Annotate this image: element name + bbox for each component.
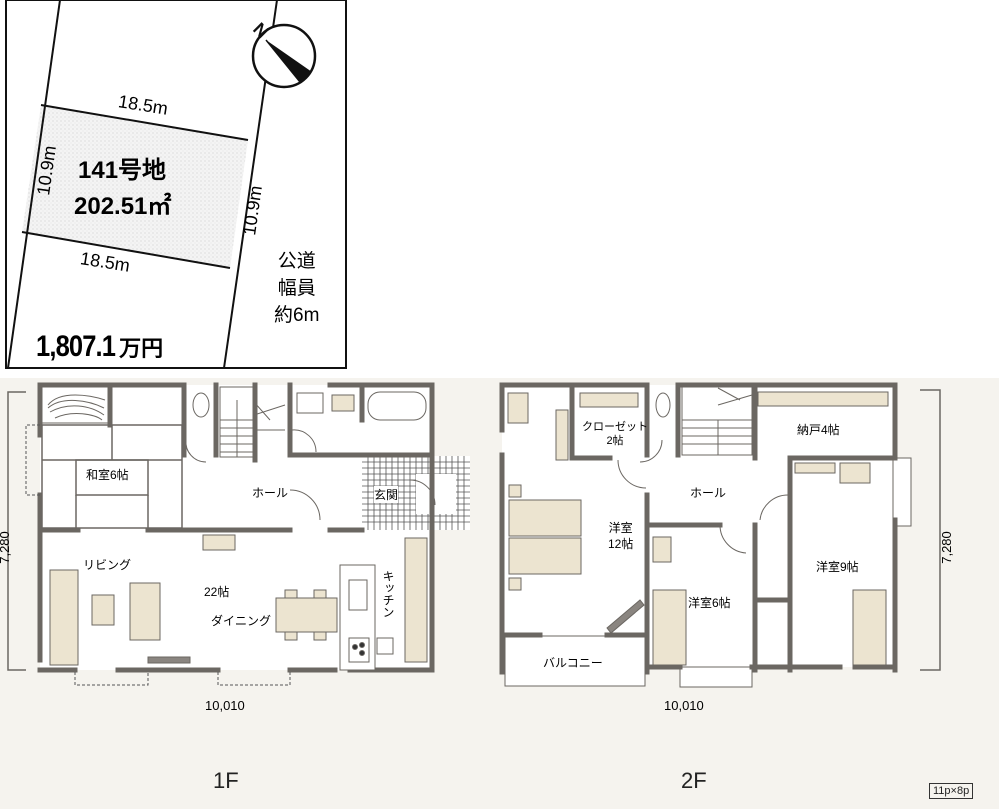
room-western-9: 洋室9帖 [816,560,859,574]
closet-size: 2帖 [606,435,624,447]
road-width-value: 約6m [274,305,320,326]
room-balcony: バルコニー [543,656,603,670]
room-washitsu: 和室6帖 [86,468,129,482]
road-width-label: 幅員 [277,278,316,299]
floor-plan-2f-drawing [499,382,941,716]
depth-dimension-1f: 7,280 [0,531,12,564]
closet-label: クローゼット [582,421,648,433]
room-western-12: 洋室 12帖 [608,520,633,552]
room-genkan: 玄関 [374,486,399,503]
room-ldk-size: 22帖 [204,585,230,599]
room-dining: ダイニング [211,614,272,628]
room-hall-1f: ホール [252,486,289,500]
depth-dimension-2f: 7,280 [938,531,954,564]
floor-plan-1f-drawing [7,382,470,716]
western12-size: 12帖 [608,537,634,551]
lot-number: 141号地 [78,157,167,184]
site-plan: N 18.5m 18.5m 10.9m 10.9m 141号地 202.51㎡ … [0,0,350,375]
floor-plan-2f: クローゼット 2帖 納戸4帖 ホール 洋室 12帖 洋室6帖 洋室9帖 バルコニ… [490,378,999,716]
room-storage: 納戸4帖 [797,423,840,437]
width-dimension-1f: 10,010 [205,698,245,713]
room-western-6: 洋室6帖 [688,596,731,610]
width-dimension-2f: 10,010 [664,698,704,713]
site-plan-drawing: N [5,0,347,369]
road-info: 公道 幅員 約6m [274,248,319,329]
room-closet: クローゼット 2帖 [582,420,648,448]
road-type: 公道 [277,251,316,272]
price-unit: 万円 [119,336,164,361]
floor-label-1f: 1F [213,768,239,793]
price-number: 1,807.1 [36,330,116,363]
lot-area: 202.51㎡ [74,193,172,220]
floor-label-2f: 2F [681,768,707,793]
western12-label: 洋室 [608,521,633,535]
floor-plan-1f: 和室6帖 ホール 玄関 リビング 22帖 ダイニング キッチン 7,280 10… [0,378,480,716]
room-hall-2f: ホール [690,486,727,500]
scale-tag: 11p×8p [929,783,974,799]
room-living: リビング [83,558,132,572]
room-kitchen: キッチン [381,570,395,618]
